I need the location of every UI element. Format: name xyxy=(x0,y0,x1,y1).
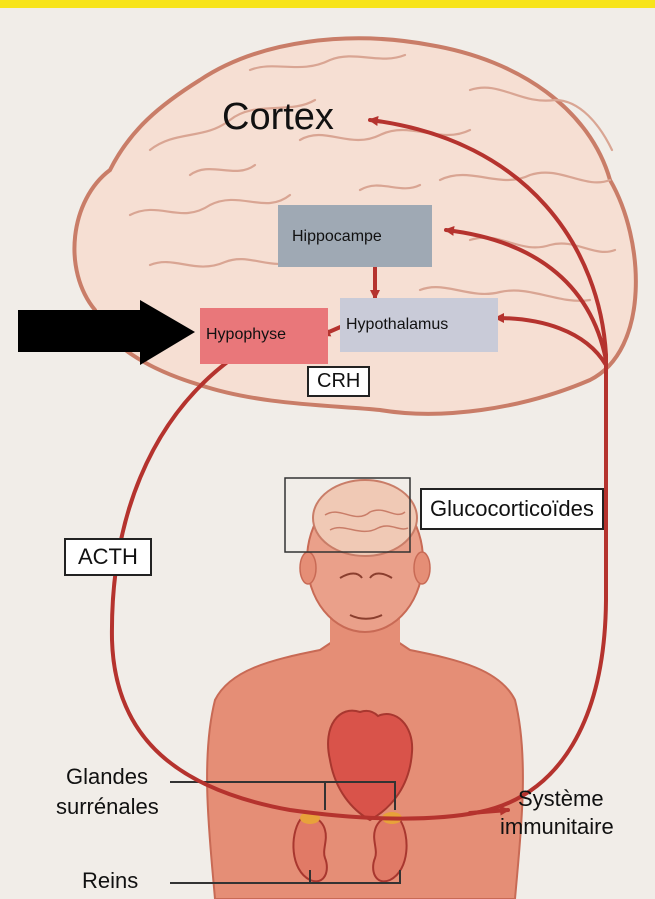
glandes-surrenales-label-line1: Glandes xyxy=(66,764,148,790)
glandes-surrenales-label-line2: surrénales xyxy=(56,794,159,820)
systeme-immunitaire-label-line1: Système xyxy=(518,786,604,812)
crh-label: CRH xyxy=(307,366,370,397)
glucocorticoides-label: Glucocorticoïdes xyxy=(420,488,604,530)
human-body-icon xyxy=(207,480,523,899)
acth-label: ACTH xyxy=(64,538,152,576)
hypothalamus-label: Hypothalamus xyxy=(346,316,448,334)
hypophyse-label: Hypophyse xyxy=(206,326,286,344)
hippocampe-label: Hippocampe xyxy=(292,228,382,246)
cortex-label: Cortex xyxy=(222,96,334,139)
systeme-immunitaire-label-line2: immunitaire xyxy=(500,814,614,840)
reins-label: Reins xyxy=(82,868,138,894)
